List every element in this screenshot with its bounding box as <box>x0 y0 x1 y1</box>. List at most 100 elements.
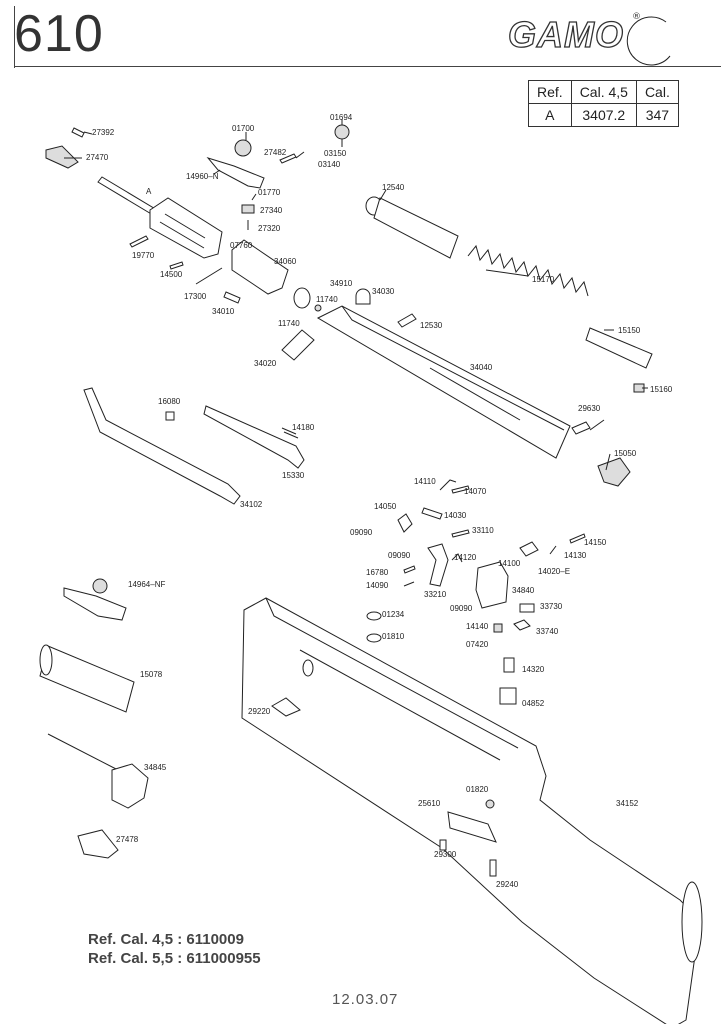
part-33210-icon <box>427 543 449 587</box>
part-label: 27340 <box>260 206 283 215</box>
part-14960n-icon <box>206 157 265 189</box>
model-number: 610 <box>14 5 104 63</box>
part-label: 14020–E <box>538 567 570 576</box>
part-01694-icon <box>334 124 350 140</box>
part-label: 04852 <box>522 699 545 708</box>
part-34845-icon <box>47 733 119 771</box>
footer-references: Ref. Cal. 4,5 : 6110009 Ref. Cal. 5,5 : … <box>88 930 261 968</box>
part-label: 14070 <box>464 487 487 496</box>
part-33740-icon <box>513 619 531 631</box>
part-34910-icon <box>293 287 311 309</box>
part-34102-icon <box>83 387 241 505</box>
part-label: 14320 <box>522 665 545 674</box>
part-label: 15330 <box>282 471 305 480</box>
part-label: 14500 <box>160 270 183 279</box>
part-12530-icon <box>397 313 417 328</box>
part-14180-icon <box>281 427 299 439</box>
part-17300-icon <box>195 267 223 285</box>
revision-date: 12.03.07 <box>332 991 399 1008</box>
part-01810-icon <box>366 633 382 643</box>
part-16780-icon <box>403 565 416 574</box>
part-label: 09090 <box>350 528 373 537</box>
part-label: 14100 <box>498 559 521 568</box>
part-barrel-block-icon <box>149 197 223 259</box>
part-label: 27478 <box>116 835 139 844</box>
part-label: 01694 <box>330 113 353 122</box>
part-34840-icon <box>475 561 509 609</box>
part-01700-icon <box>234 139 252 157</box>
part-label: 15170 <box>532 275 555 284</box>
part-label: 25610 <box>418 799 441 808</box>
part-label: 14030 <box>444 511 467 520</box>
registered-mark: ® <box>632 12 641 22</box>
part-label: 29220 <box>248 707 271 716</box>
part-label: 29240 <box>496 880 519 889</box>
part-label: 14120 <box>454 553 477 562</box>
stock-butt-pad-icon <box>681 881 703 963</box>
part-label: 14130 <box>564 551 587 560</box>
part-label: 17300 <box>184 292 207 301</box>
part-34040-icon <box>316 305 571 459</box>
part-15078-icon <box>39 645 135 713</box>
part-34030-icon <box>355 288 371 305</box>
part-15150-icon <box>585 327 653 369</box>
reference-table: Ref. Cal. 4,5 Cal. A 3407.2 347 <box>528 80 679 127</box>
part-label: 09090 <box>450 604 473 613</box>
part-14120-icon <box>451 553 463 563</box>
part-14140-icon <box>493 623 503 633</box>
part-01820-icon <box>485 799 495 809</box>
part-34020-icon <box>281 329 315 361</box>
part-label: 27320 <box>258 224 281 233</box>
part-label: 27482 <box>264 148 287 157</box>
part-label: 11740 <box>278 319 300 328</box>
header-rule <box>14 66 721 67</box>
part-label: 15160 <box>650 385 673 394</box>
part-label: 03140 <box>318 160 341 169</box>
part-27392-icon <box>71 127 85 138</box>
part-label: 34845 <box>144 763 167 772</box>
part-label: 33730 <box>540 602 563 611</box>
part-label: 14960–N <box>186 172 219 181</box>
part-label: 09090 <box>388 551 411 560</box>
part-15050-icon <box>597 457 631 487</box>
header-left-rule <box>14 6 15 68</box>
part-04852-icon <box>499 687 517 705</box>
part-27340-icon <box>241 204 255 214</box>
part-label: 15078 <box>140 670 163 679</box>
part-label: 34840 <box>512 586 535 595</box>
part-label: 16780 <box>366 568 389 577</box>
part-14050-icon <box>397 513 413 533</box>
part-label: 19770 <box>132 251 155 260</box>
part-label: 14050 <box>374 502 397 511</box>
brand-logo: GAMO <box>507 13 624 55</box>
part-label: 14110 <box>414 477 436 486</box>
part-14150-icon <box>569 533 586 544</box>
part-label: 01700 <box>232 124 255 133</box>
part-14030-icon <box>421 507 443 520</box>
part-25610-icon <box>447 811 497 843</box>
part-29630-icon <box>571 421 591 435</box>
part-label: 34060 <box>274 257 297 266</box>
part-label: 27470 <box>86 153 109 162</box>
part-14130-icon <box>549 545 557 555</box>
part-14070-icon <box>451 485 470 494</box>
part-label: 34040 <box>470 363 493 372</box>
part-29220-icon <box>271 697 301 717</box>
part-label: 01810 <box>382 632 405 641</box>
ref-cell: A <box>528 103 572 127</box>
part-14090-icon <box>403 581 415 587</box>
part-label: 01820 <box>466 785 489 794</box>
part-label: 27392 <box>92 128 115 137</box>
part-33110-icon <box>451 529 470 538</box>
part-27470-icon <box>45 145 79 169</box>
part-34060-icon <box>231 239 289 295</box>
part-label: 15150 <box>618 326 641 335</box>
part-label: 01770 <box>258 188 281 197</box>
reference-table-row: A 3407.2 347 <box>528 103 679 127</box>
cal45-cell: 3407.2 <box>570 103 637 127</box>
part-11740-icon <box>314 304 322 312</box>
part-label: 01234 <box>382 610 405 619</box>
part-label: 11740 <box>316 295 338 304</box>
cal-header: Cal. <box>635 80 679 104</box>
